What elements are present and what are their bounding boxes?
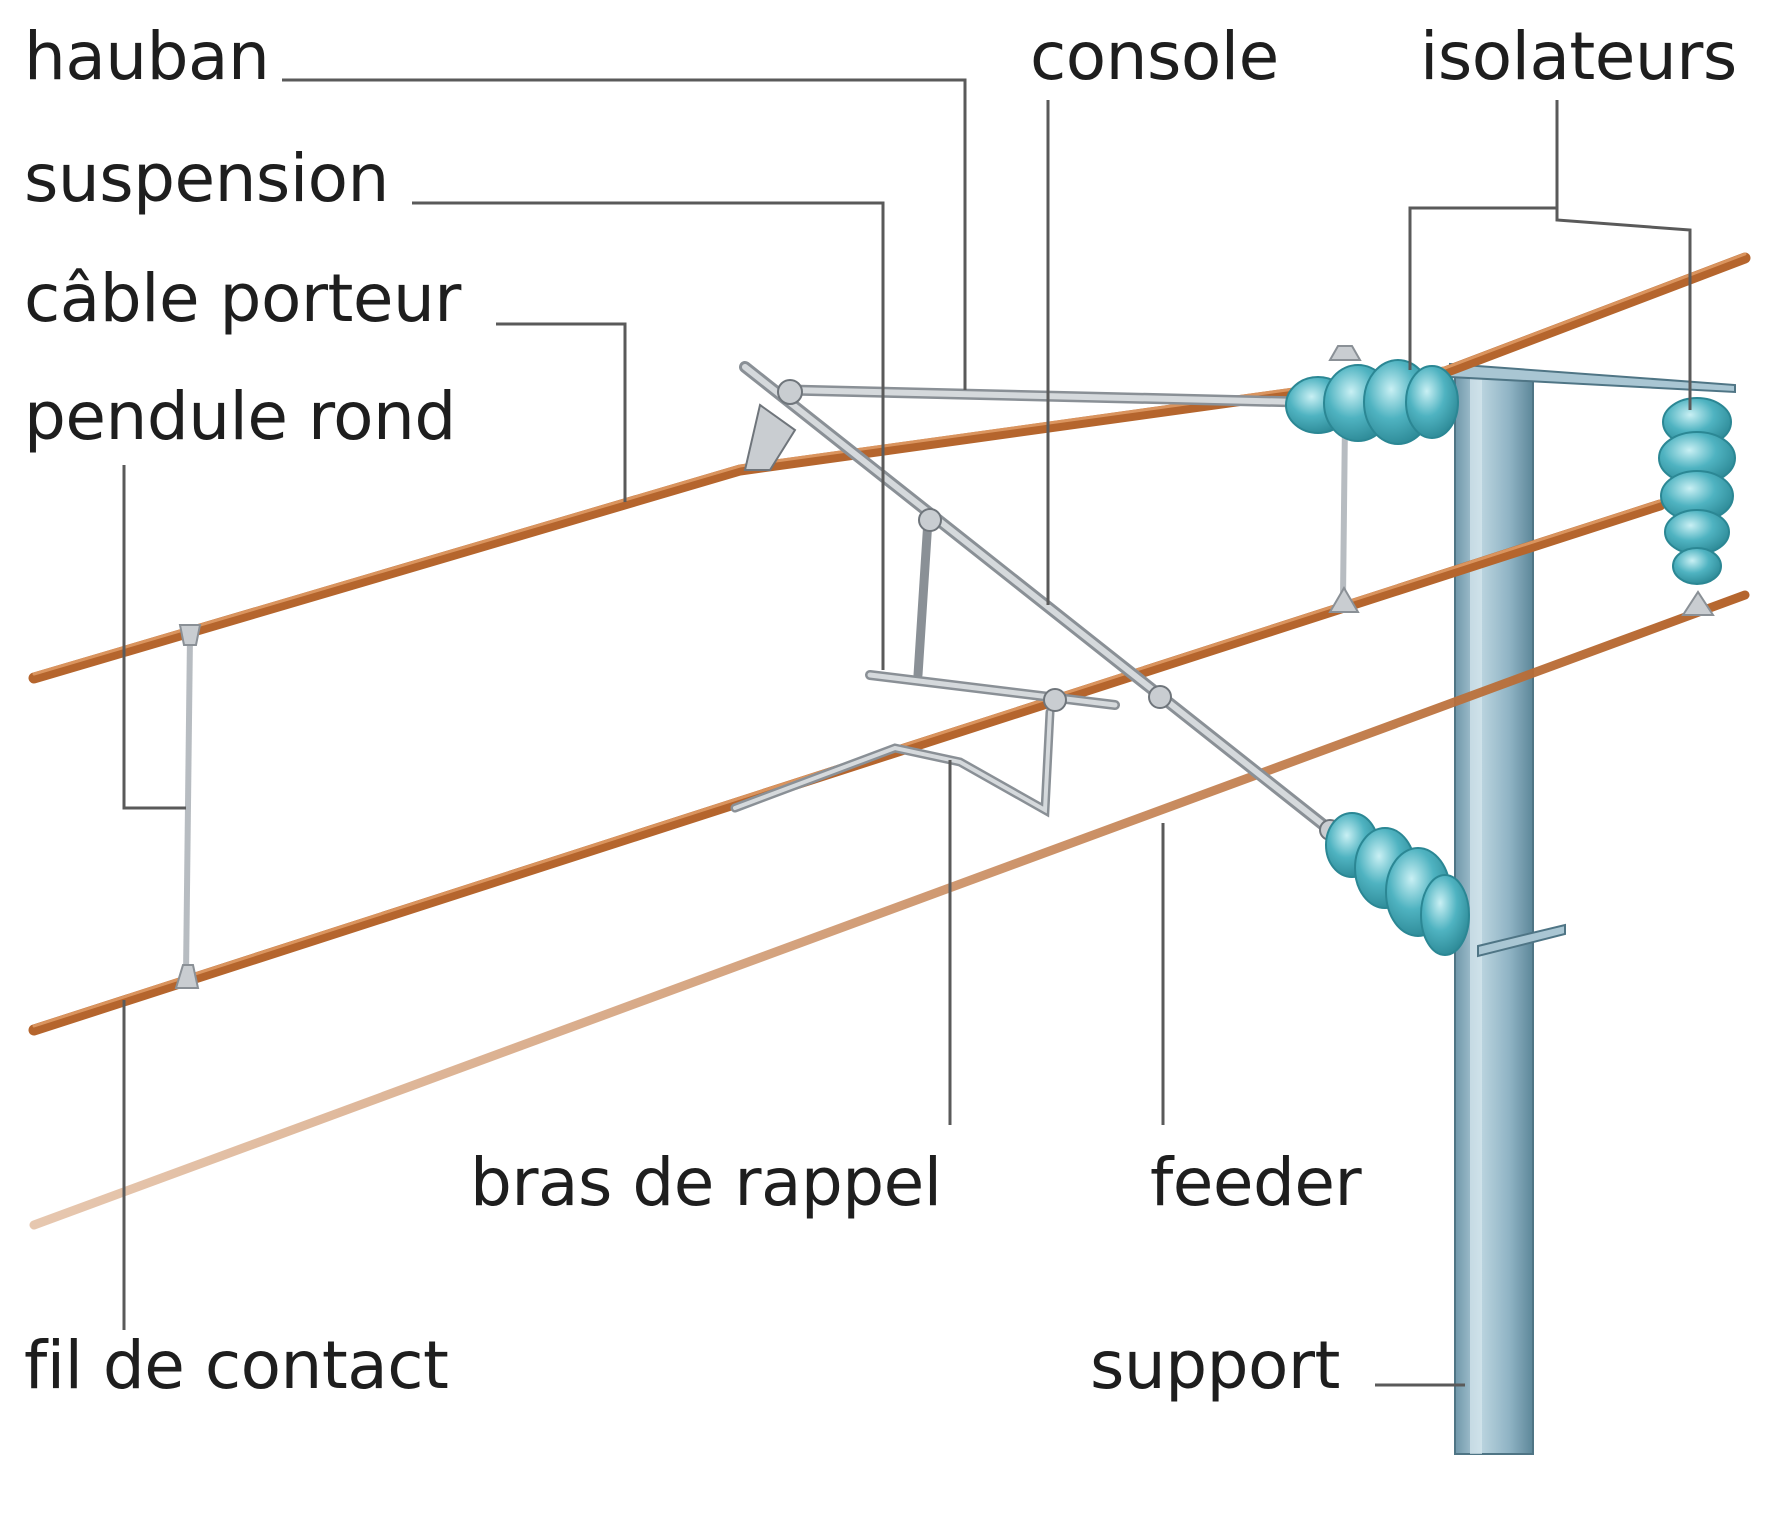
leader-lines [122, 78, 1692, 1387]
label-support: support [1090, 1327, 1340, 1404]
insulator-bottom [1325, 812, 1470, 956]
dropper [174, 624, 202, 989]
leader-hauban [282, 78, 967, 390]
leader-pendule-rond [122, 465, 186, 810]
label-cable-porteur: câble porteur [24, 260, 461, 337]
catenary-wire [28, 252, 1751, 684]
feeder-wire [29, 590, 1750, 1230]
label-console: console [1030, 18, 1279, 95]
label-isolateurs: isolateurs [1420, 18, 1737, 95]
leader-suspension [412, 201, 885, 670]
label-bras-de-rappel: bras de rappel [470, 1144, 942, 1221]
cantilever [730, 345, 1362, 856]
label-feeder: feeder [1150, 1144, 1362, 1221]
label-fil-de-contact: fil de contact [24, 1327, 449, 1404]
label-hauban: hauban [24, 18, 270, 95]
insulator-right [1658, 397, 1736, 616]
label-suspension: suspension [24, 140, 389, 217]
leader-cable-porteur [496, 322, 627, 502]
label-pendule-rond: pendule rond [24, 378, 456, 455]
insulator-top [1285, 359, 1459, 445]
